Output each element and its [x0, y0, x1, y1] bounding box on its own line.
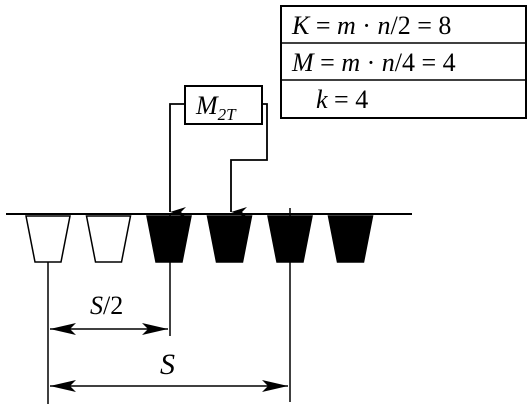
legend-row-3: k = 4 [316, 85, 368, 114]
dimension-pitch-label: S [160, 348, 175, 381]
filled-element [206, 215, 253, 263]
dimension-half-pitch-arrow-left [50, 323, 76, 335]
dimension-half-pitch-label: S/2 [90, 291, 123, 320]
legend-table-border [280, 5, 527, 119]
filled-element [327, 215, 374, 263]
feed-box-label: M2T [195, 91, 237, 124]
dimension-pitch-arrow-left [50, 380, 76, 392]
empty-element [25, 215, 71, 263]
elements-row [25, 215, 374, 263]
filled-element [146, 215, 192, 263]
legend-row-2: M = m · n/4 = 4 [291, 48, 456, 77]
empty-element [85, 215, 132, 263]
feed-box-border [184, 85, 263, 125]
dimension-half-pitch: S/2 [50, 291, 168, 335]
feed-box: M2T [184, 85, 263, 125]
feed-arrow-left [169, 103, 186, 217]
dimension-pitch-arrow-right [262, 380, 288, 392]
legend-table: K = m · n/2 = 8 M = m · n/4 = 4 k = 4 [280, 5, 527, 119]
legend-row-1: K = m · n/2 = 8 [291, 11, 451, 40]
feed-arrow-right [230, 103, 268, 217]
dimension-half-pitch-arrow-right [142, 323, 168, 335]
dimension-pitch: S [50, 348, 288, 392]
